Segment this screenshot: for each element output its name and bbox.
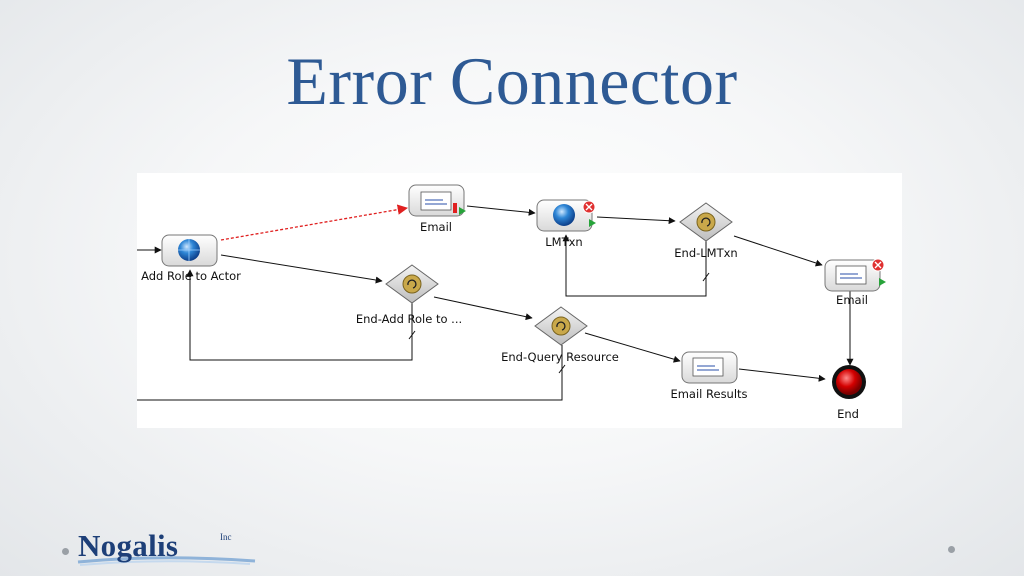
nogalis-logo: Nogalis Inc (60, 528, 260, 570)
envelope-icon (420, 191, 452, 211)
end-add-role-node[interactable] (385, 264, 439, 304)
connector-endlmtxn-email[interactable] (733, 235, 823, 267)
add-role-node[interactable] (161, 234, 218, 267)
end-lmtxn-label: End-LMTxn (674, 246, 738, 260)
end-label: End (837, 407, 859, 421)
connector-loop-endquery[interactable] (137, 345, 563, 401)
email-top-label: Email (420, 220, 452, 234)
end-add-role-label: End-Add Role to ... (355, 312, 463, 326)
email-top-node[interactable] (408, 184, 466, 217)
connector-lmtxn-endlmtxn[interactable] (596, 216, 676, 225)
envelope-icon (835, 265, 867, 285)
lmtxn-node[interactable] (536, 199, 596, 232)
bullet-dot-left (62, 548, 69, 555)
connector-loop-lmtxn[interactable] (562, 234, 707, 297)
add-role-label: Add Role to Actor (141, 269, 241, 283)
email-right-label: Email (836, 293, 868, 307)
logo-text: Nogalis (78, 528, 179, 563)
connector-email-lmtxn[interactable] (466, 205, 536, 216)
return-icon (551, 316, 571, 336)
return-icon (402, 274, 422, 294)
connector-endaddrole-endquery[interactable] (433, 296, 533, 321)
end-lmtxn-node[interactable] (679, 202, 733, 242)
return-icon (696, 212, 716, 232)
connector-emailresults-end[interactable] (738, 368, 826, 382)
email-results-node[interactable] (681, 351, 738, 384)
end-query-label: End-Query Resource (501, 350, 619, 364)
bullet-dot-right (948, 546, 955, 553)
email-right-node[interactable] (824, 258, 886, 292)
workflow-diagram: Add Role to Actor Email LMTxn End-LMTxn … (137, 173, 902, 428)
slide-title: Error Connector (286, 43, 738, 119)
connector-addrole-endaddrole[interactable] (220, 254, 383, 284)
end-node[interactable] (832, 365, 866, 399)
logo-sup: Inc (220, 532, 232, 542)
connector-loop-addrole[interactable] (186, 269, 413, 361)
email-results-label: Email Results (670, 387, 748, 401)
connector-layer (137, 184, 886, 401)
play-icon (459, 207, 466, 215)
envelope-icon (692, 357, 724, 377)
lmtxn-label: LMTxn (545, 235, 583, 249)
end-query-node[interactable] (534, 306, 588, 346)
logo-swoosh-icon (77, 556, 256, 566)
connector-endquery-emailresults[interactable] (584, 332, 681, 363)
error-connector[interactable] (220, 204, 409, 241)
stop-icon (836, 369, 862, 395)
globe-icon (553, 204, 575, 226)
